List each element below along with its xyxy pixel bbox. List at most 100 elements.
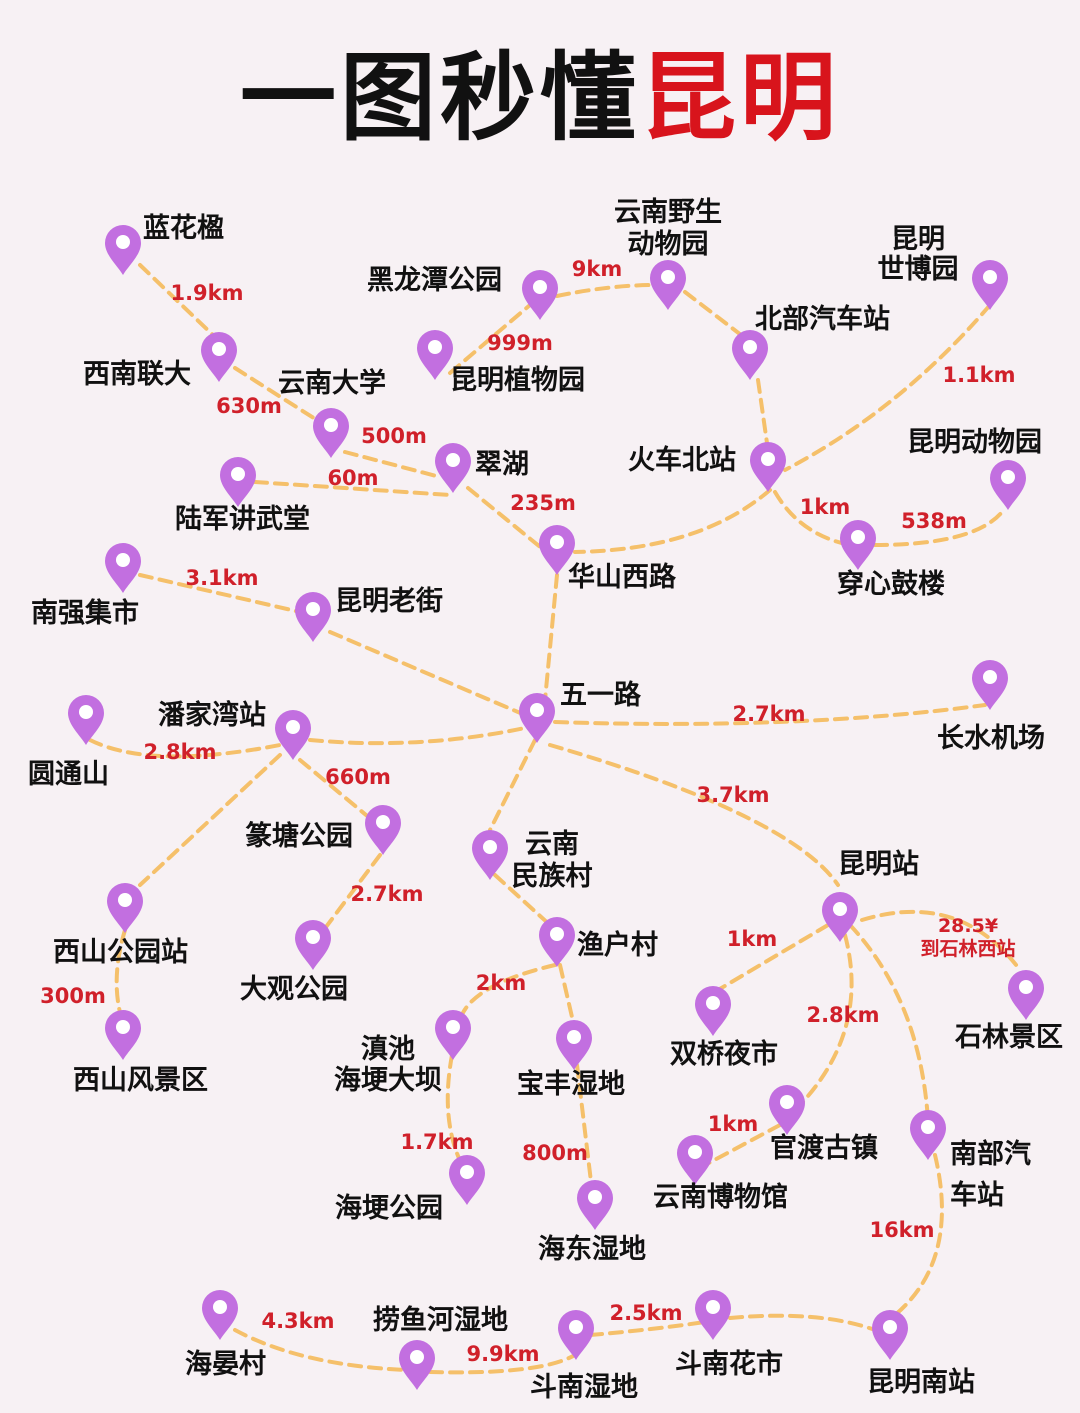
distance-label: 999m: [487, 331, 553, 355]
distance-labels: 1.9km630m500m60m235m999m9km1.1km1km538m3…: [40, 257, 1015, 1366]
pin-dot: [1001, 470, 1015, 484]
location-pin-icon[interactable]: [313, 408, 349, 458]
title-part1: 一图秒懂: [240, 42, 640, 154]
location-pin-icon[interactable]: [539, 525, 575, 575]
location-pin-icon[interactable]: [677, 1135, 713, 1185]
route-line: [488, 738, 537, 832]
pin-shape: [399, 1340, 435, 1390]
location-pin-icon[interactable]: [201, 332, 237, 382]
location-pin-icon[interactable]: [972, 260, 1008, 310]
place-label: 南部汽车站: [950, 1138, 1031, 1211]
location-pin-icon[interactable]: [872, 1310, 908, 1360]
location-pin-icon[interactable]: [220, 457, 256, 507]
route-line: [448, 303, 532, 375]
pin-shape: [519, 693, 555, 743]
location-pin-icon[interactable]: [365, 805, 401, 855]
pin-dot: [116, 1020, 130, 1034]
place-label-line: 昆明植物园: [450, 364, 585, 396]
place-label-line: 宝丰湿地: [517, 1068, 625, 1100]
pin-dot: [446, 1020, 460, 1034]
location-pin-icon[interactable]: [840, 520, 876, 570]
place-label: 昆明动物园: [907, 427, 1042, 458]
location-pin-icon[interactable]: [472, 830, 508, 880]
pin-dot: [116, 235, 130, 249]
distance-label: 800m: [522, 1141, 588, 1165]
pin-dot: [483, 840, 497, 854]
pin-dot: [661, 270, 675, 284]
route-line: [318, 853, 382, 937]
distance-label: 9km: [572, 257, 622, 281]
pin-dot: [921, 1120, 935, 1134]
location-pin-icon[interactable]: [1008, 970, 1044, 1020]
route-line: [88, 738, 282, 759]
location-pin-icon[interactable]: [435, 1010, 471, 1060]
location-pin-icon[interactable]: [556, 1020, 592, 1070]
distance-label: 9.9km: [466, 1342, 539, 1366]
location-pin-icon[interactable]: [769, 1085, 805, 1135]
distance-label-line: 3.1km: [185, 566, 258, 590]
pin-dot: [983, 270, 997, 284]
location-pin-icon[interactable]: [519, 693, 555, 743]
location-pin-icon[interactable]: [732, 330, 768, 380]
place-label: 黑龙潭公园: [367, 265, 502, 296]
place-label-line: 穿心鼓楼: [837, 568, 945, 600]
location-pin-icon[interactable]: [990, 460, 1026, 510]
route-line: [308, 726, 527, 746]
location-pin-icon[interactable]: [295, 920, 331, 970]
location-pin-icon[interactable]: [417, 330, 453, 380]
place-label: 五一路: [560, 679, 642, 711]
place-label-line: 大观公园: [240, 974, 348, 1005]
location-pin-icon[interactable]: [105, 1010, 141, 1060]
location-pin-icon[interactable]: [105, 543, 141, 593]
location-pin-icon[interactable]: [68, 695, 104, 745]
location-pin-icon[interactable]: [577, 1180, 613, 1230]
place-label: 长水机场: [937, 723, 1045, 754]
distance-label: 630m: [216, 394, 282, 418]
pin-dot: [460, 1165, 474, 1179]
location-pin-icon[interactable]: [275, 710, 311, 760]
distance-label-line: 2.7km: [732, 702, 805, 726]
distance-label: 4.3km: [261, 1309, 334, 1333]
location-pin-icon[interactable]: [650, 260, 686, 310]
location-pin-icon[interactable]: [972, 660, 1008, 710]
route-line: [798, 933, 854, 1107]
pin-dot: [743, 340, 757, 354]
location-pin-icon[interactable]: [435, 443, 471, 493]
pin-shape: [822, 892, 858, 942]
pin-shape: [872, 1310, 908, 1360]
route-line: [493, 873, 552, 927]
route-line: [428, 1353, 577, 1375]
location-pin-icon[interactable]: [910, 1110, 946, 1160]
location-pin-icon[interactable]: [558, 1310, 594, 1360]
route-line: [138, 263, 217, 339]
place-label: 昆明南站: [867, 1367, 975, 1398]
place-label-line: 海埂公园: [335, 1193, 443, 1224]
location-pin-icon[interactable]: [695, 986, 731, 1036]
location-pin-icon[interactable]: [202, 1290, 238, 1340]
pin-shape: [295, 920, 331, 970]
distance-label: 660m: [325, 765, 391, 789]
distance-label: 235m: [510, 491, 576, 515]
location-pin-icon[interactable]: [750, 442, 786, 492]
location-pin-icon[interactable]: [695, 1290, 731, 1340]
pins: [68, 225, 1044, 1390]
pin-dot: [706, 996, 720, 1010]
place-label-line: 篆塘公园: [245, 820, 353, 852]
location-pin-icon[interactable]: [522, 270, 558, 320]
place-label-line: 五一路: [560, 679, 642, 711]
pin-shape: [313, 408, 349, 458]
place-label: 翠湖: [475, 449, 529, 480]
location-pin-icon[interactable]: [105, 225, 141, 275]
place-label: 昆明老街: [335, 586, 443, 617]
location-pin-icon[interactable]: [449, 1155, 485, 1205]
distance-label-line: 4.3km: [261, 1309, 334, 1333]
pin-shape: [105, 1010, 141, 1060]
location-pin-icon[interactable]: [399, 1340, 435, 1390]
distance-label-line: 999m: [487, 331, 553, 355]
pin-dot: [231, 467, 245, 481]
location-pin-icon[interactable]: [107, 883, 143, 933]
location-pin-icon[interactable]: [822, 892, 858, 942]
location-pin-icon[interactable]: [295, 592, 331, 642]
location-pin-icon[interactable]: [539, 917, 575, 967]
